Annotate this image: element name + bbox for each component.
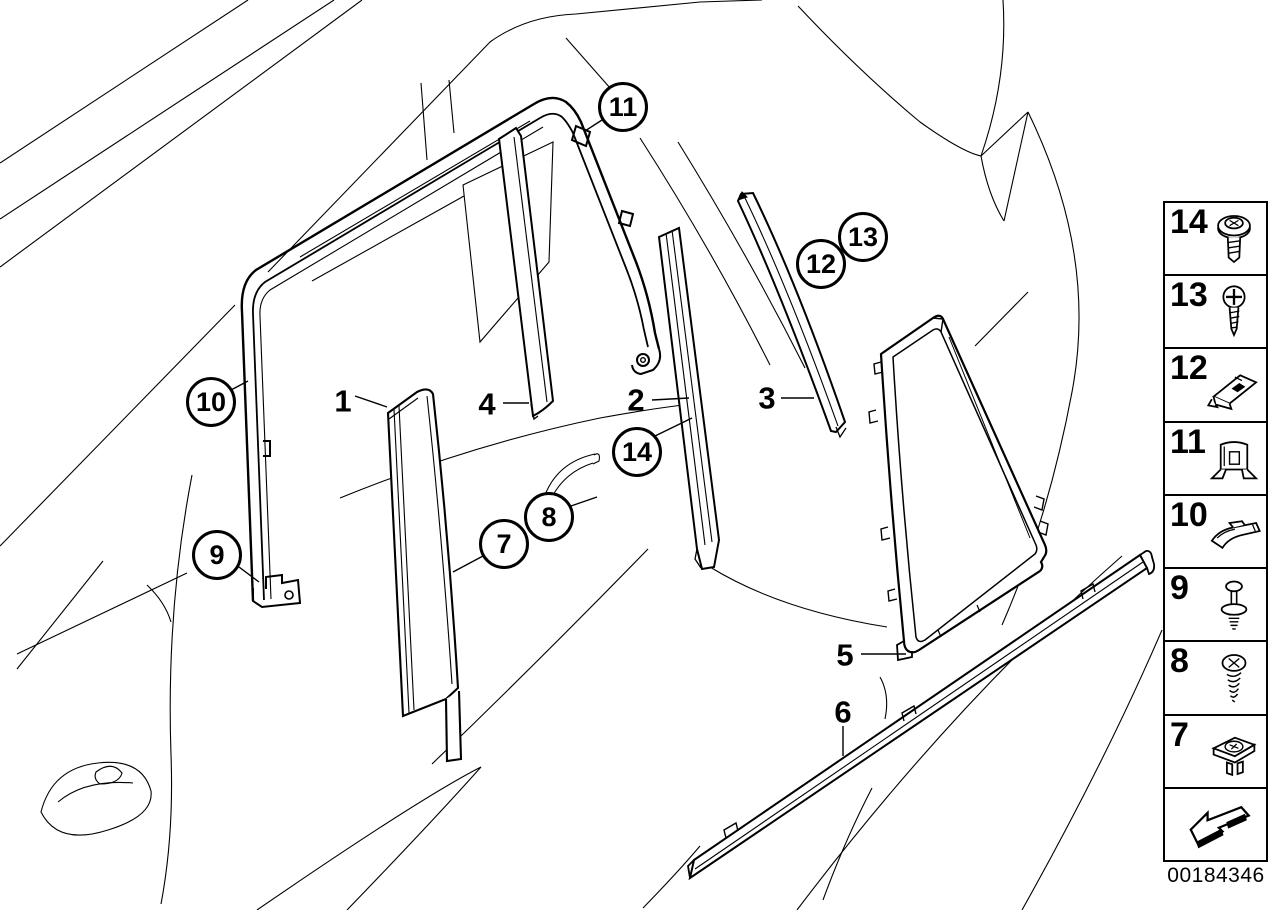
flat-clip-icon <box>1210 520 1261 550</box>
part-pillar-trim <box>386 388 463 763</box>
legend-item-number: 13 <box>1170 276 1208 315</box>
screw-washer-icon <box>1217 214 1251 263</box>
document-number: 00184346 <box>1167 864 1265 887</box>
part-belt-moulding <box>687 549 1156 881</box>
legend-item-8[interactable]: 8 <box>1165 642 1266 716</box>
legend-item-number: 8 <box>1170 642 1189 681</box>
legend-item-number: 11 <box>1170 422 1206 461</box>
callout-9[interactable]: 9 <box>192 530 242 580</box>
callout-14[interactable]: 14 <box>612 427 662 477</box>
spring-clip-icon <box>1210 441 1258 480</box>
screw-icon <box>1221 654 1247 703</box>
parts-legend: 14 13 12 11 10 9 8 7 <box>1163 201 1268 862</box>
part-window-guide-center <box>497 126 555 421</box>
legend-item-number: 10 <box>1170 495 1208 534</box>
legend-item-14[interactable]: 14 <box>1165 203 1266 277</box>
legend-navigation-arrow[interactable] <box>1165 788 1266 860</box>
callout-12[interactable]: 12 <box>796 239 846 289</box>
part-label-3[interactable]: 3 <box>758 380 776 416</box>
part-quarter-window <box>868 314 1049 662</box>
part-label-6[interactable]: 6 <box>834 694 852 730</box>
legend-item-11[interactable]: 11 <box>1165 422 1266 496</box>
direction-arrow-icon <box>1189 806 1250 850</box>
legend-item-13[interactable]: 13 <box>1165 276 1266 350</box>
legend-item-number: 14 <box>1170 203 1208 241</box>
screw-pan-icon <box>1222 284 1246 337</box>
callout-8[interactable]: 8 <box>524 492 574 542</box>
callout-10[interactable]: 10 <box>186 377 236 427</box>
part-label-1[interactable]: 1 <box>334 383 352 419</box>
legend-item-10[interactable]: 10 <box>1165 495 1266 570</box>
legend-item-number: 7 <box>1170 715 1189 754</box>
legend-item-9[interactable]: 9 <box>1165 569 1266 643</box>
callout-13[interactable]: 13 <box>838 212 888 262</box>
callout-7[interactable]: 7 <box>479 519 529 569</box>
legend-item-7[interactable]: 7 <box>1165 715 1266 789</box>
legend-item-number: 12 <box>1170 349 1208 388</box>
part-label-5[interactable]: 5 <box>836 637 854 673</box>
part-frame-seal <box>240 96 662 609</box>
clip-plate-icon <box>1207 374 1258 410</box>
grommet-nut-icon <box>1212 736 1256 776</box>
part-label-4[interactable]: 4 <box>478 386 496 422</box>
expansion-rivet-icon <box>1220 580 1248 630</box>
legend-item-12[interactable]: 12 <box>1165 349 1266 423</box>
callout-11[interactable]: 11 <box>598 82 648 132</box>
part-column-cover <box>736 191 847 439</box>
legend-item-number: 9 <box>1170 569 1189 608</box>
part-label-2[interactable]: 2 <box>627 382 645 418</box>
leader-lines <box>230 119 906 756</box>
